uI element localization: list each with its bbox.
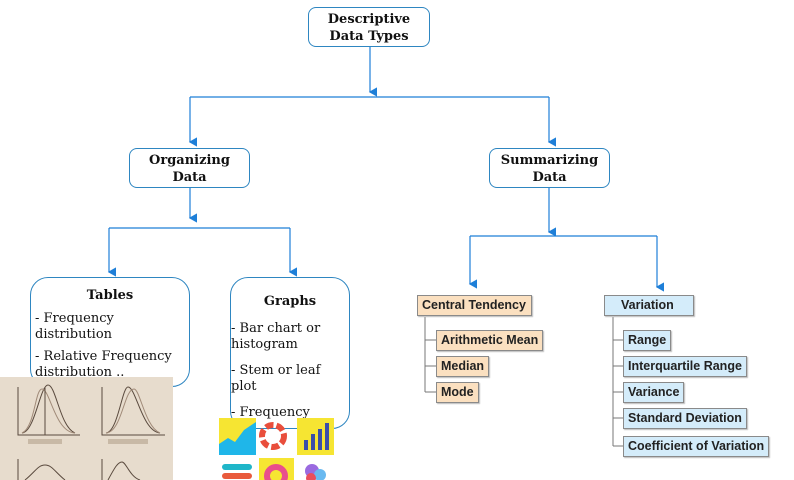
chart-icons-image <box>219 418 334 480</box>
node-label: Summarizing <box>500 153 599 168</box>
list-item: - Bar chart or histogram <box>231 321 321 352</box>
node-label: Data <box>532 170 567 185</box>
tables-node: Tables - Frequency distribution - Relati… <box>30 277 190 387</box>
list-item: - Stem or leaf plot <box>231 363 321 394</box>
list-item: Range <box>623 330 672 351</box>
list-item: Interquartile Range <box>623 356 747 377</box>
variation-node: Variation <box>604 295 694 316</box>
graphs-title: Graphs <box>263 294 317 309</box>
list-item: Coefficient of Variation <box>623 436 770 457</box>
list-item: Median <box>436 356 490 377</box>
list-item: - Frequency distribution <box>35 311 114 342</box>
skewed-distribution-curves-image <box>0 377 173 480</box>
node-label: Data Types <box>329 29 409 44</box>
graphs-node: Graphs - Bar chart or histogram - Stem o… <box>230 277 350 429</box>
node-label: Descriptive <box>327 12 411 27</box>
tables-title: Tables <box>86 288 134 303</box>
list-item: Variance <box>623 382 685 403</box>
node-label: Organizing <box>149 153 230 168</box>
list-item: Arithmetic Mean <box>436 330 544 351</box>
node-label: Data <box>172 170 207 185</box>
list-item: Mode <box>436 382 479 403</box>
list-item: Standard Deviation <box>623 408 747 429</box>
central-tendency-node: Central Tendency <box>417 295 532 316</box>
list-item: - Frequency <box>231 405 310 420</box>
list-item: - Relative Frequency distribution .. <box>35 349 172 380</box>
